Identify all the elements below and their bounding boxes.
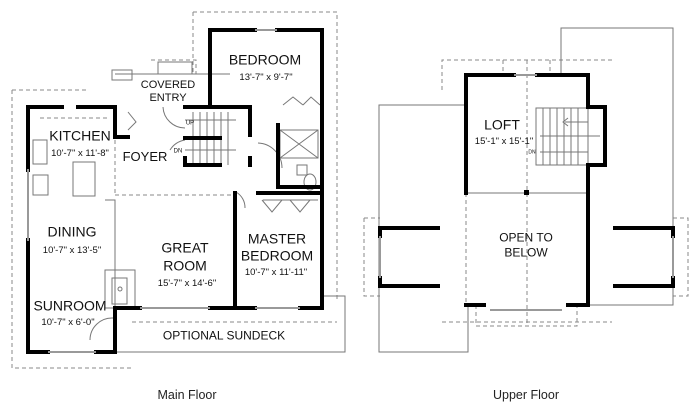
great-room-label-1: GREAT (161, 239, 209, 256)
upper-floor-plan (363, 27, 689, 353)
stair-down-label: DN (173, 148, 183, 155)
open-below-label-2: BELOW (504, 245, 548, 260)
bedroom-label: BEDROOM (228, 51, 302, 68)
kitchen-size: 10'-7" x 11'-8" (51, 147, 109, 159)
roof-outline (363, 59, 689, 327)
main-floor-plan (11, 11, 346, 369)
walls (26, 28, 324, 354)
windows (379, 74, 674, 311)
roof-outline (11, 11, 338, 369)
sundeck-label: OPTIONAL SUNDECK (162, 328, 286, 343)
open-below-label-1: OPEN TO (499, 230, 553, 245)
post (524, 190, 529, 195)
loft-label: LOFT (484, 116, 520, 133)
master-bedroom-size: 10'-7" x 11'-11" (244, 266, 308, 278)
great-room-size: 15'-7" x 14'-6" (157, 277, 217, 289)
stair-up-label: UP (185, 120, 195, 127)
master-bedroom-label-1: MASTER (247, 230, 307, 247)
windows (48, 29, 300, 353)
dining-label: DINING (47, 223, 97, 240)
master-bedroom-label-2: BEDROOM (240, 247, 314, 264)
sunroom-size: 10'-7" x 6'-0" (41, 316, 95, 328)
upper-floor-caption: Upper Floor (493, 388, 559, 403)
foyer-label: FOYER (122, 148, 168, 164)
main-floor-caption: Main Floor (157, 388, 217, 403)
kitchen-label: KITCHEN (49, 127, 111, 144)
great-room-label-2: ROOM (163, 257, 207, 274)
dining-size: 10'-7" x 13'-5" (42, 244, 102, 256)
bedroom-size: 13'-7" x 9'-7" (239, 71, 293, 83)
loft-size: 15'-1" x 15'-1" (474, 135, 534, 147)
stair-down-label: DN (528, 149, 536, 156)
covered-entry-label-1: COVERED (140, 78, 196, 91)
covered-entry-label-2: ENTRY (149, 91, 187, 104)
walls (378, 73, 675, 307)
sunroom-label: SUNROOM (33, 297, 107, 314)
